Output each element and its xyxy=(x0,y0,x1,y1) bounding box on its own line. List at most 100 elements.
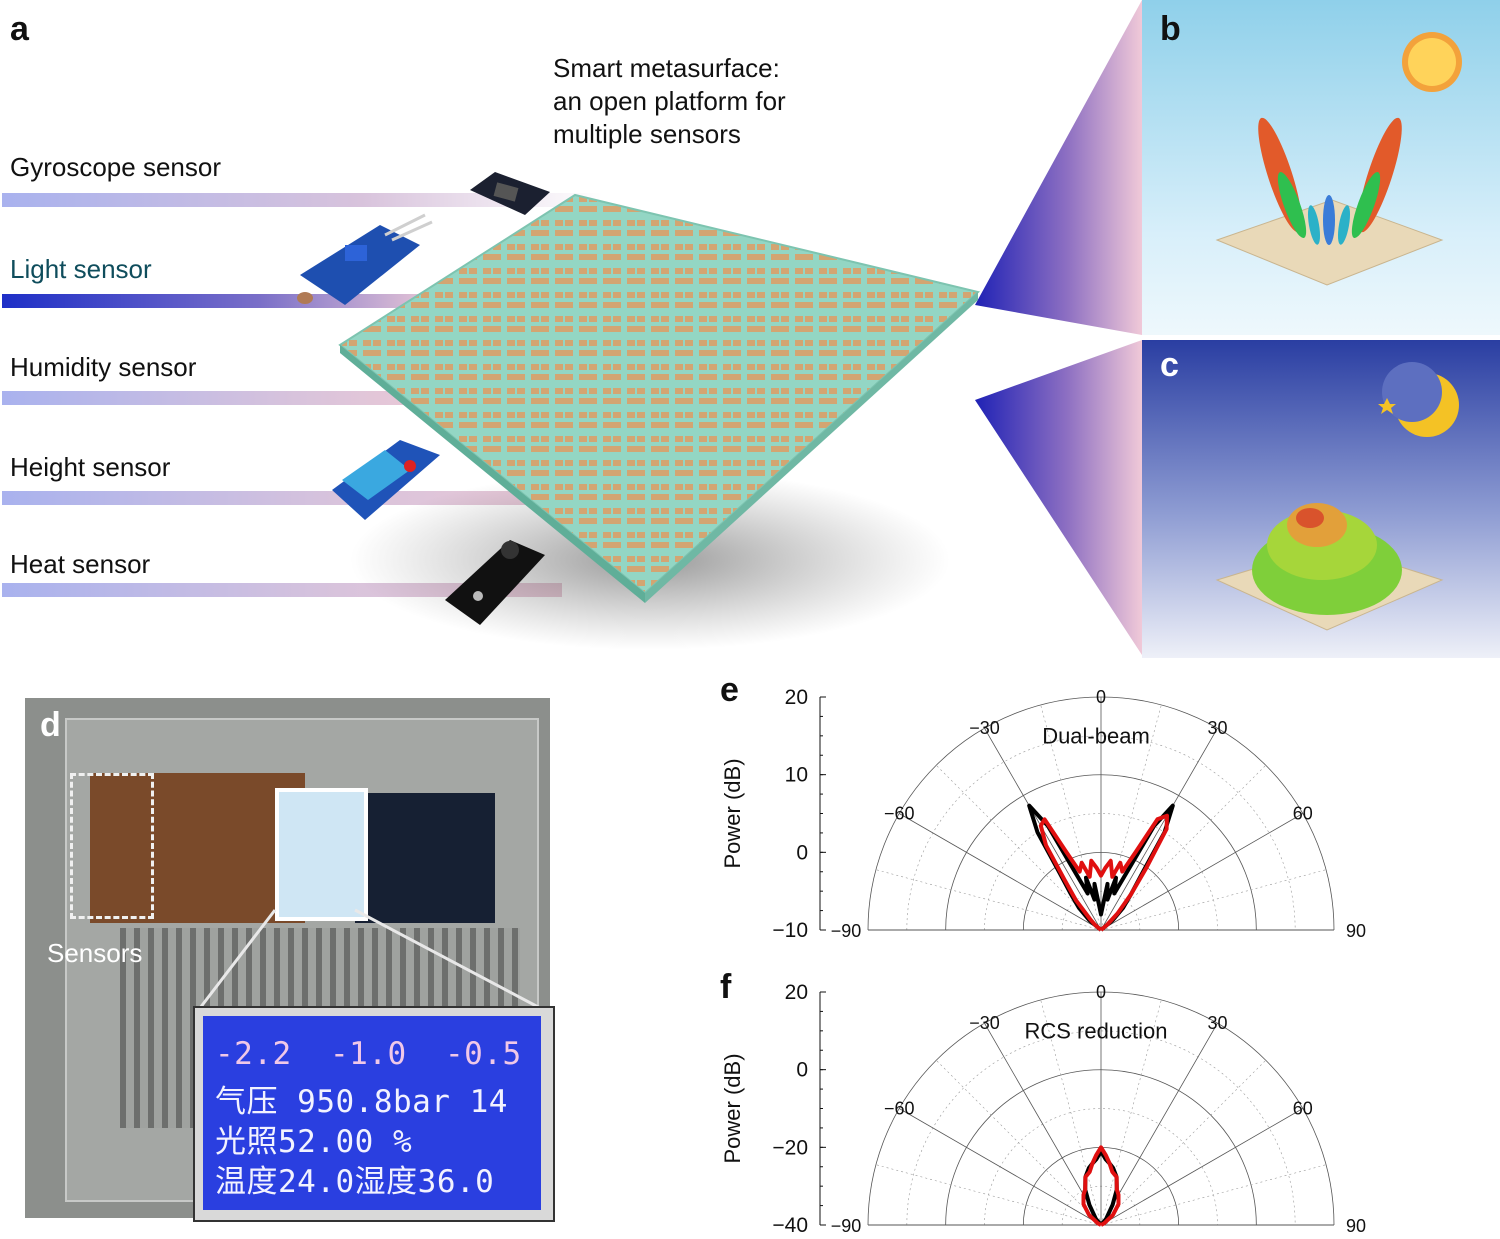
night-scatter-illustration xyxy=(1215,362,1459,631)
gyroscope-line xyxy=(2,193,602,207)
panel-label-c: c xyxy=(1160,346,1179,384)
grid-spoke xyxy=(899,813,1102,931)
grid-spoke xyxy=(1100,765,1266,931)
chart-title: RCS reduction xyxy=(1024,1019,1167,1044)
y-axis-label: Power (dB) xyxy=(720,758,745,868)
grid-spoke xyxy=(1100,1060,1266,1226)
panel-label-a: a xyxy=(10,10,29,48)
heat-sensor-icon xyxy=(445,540,545,625)
grid-spoke xyxy=(1100,1164,1327,1226)
board-edge xyxy=(340,345,645,603)
sensors-label: Sensors xyxy=(47,938,143,968)
series-line-red xyxy=(1081,1145,1121,1227)
light-line xyxy=(2,294,432,308)
panel-label-d: d xyxy=(40,706,61,744)
radial-tick-label: 20 xyxy=(785,686,808,709)
zoom-lines xyxy=(198,908,541,1010)
title-line: multiple sensors xyxy=(553,119,741,149)
angle-tick-label: 0 xyxy=(1096,982,1106,1002)
height-line xyxy=(2,491,562,505)
sensors-dashed-box xyxy=(70,773,154,919)
angle-tick-label: −90 xyxy=(831,921,862,941)
series-line-red xyxy=(1038,813,1169,932)
grid-arc xyxy=(906,1030,1296,1226)
metasurface-illustration xyxy=(297,0,1142,655)
angle-tick-label: −30 xyxy=(969,718,1000,738)
angle-tick-label: 90 xyxy=(1346,1216,1366,1236)
grid-spoke xyxy=(1100,999,1162,1226)
angle-tick-label: 60 xyxy=(1293,1099,1313,1119)
radial-tick-label: 0 xyxy=(796,841,808,864)
angle-tick-label: 30 xyxy=(1207,718,1227,738)
dual-beam-pattern xyxy=(1258,117,1402,245)
angle-tick-label: 30 xyxy=(1207,1013,1227,1033)
angle-tick-label: −60 xyxy=(884,804,915,824)
height-label: Height sensor xyxy=(10,452,171,482)
metasurface-title: Smart metasurface: an open platform for … xyxy=(553,52,786,151)
radial-tick-label: 0 xyxy=(796,1059,808,1082)
grid-spoke xyxy=(899,1108,1102,1226)
angle-tick-label: 90 xyxy=(1346,921,1366,941)
radial-tick-label: 20 xyxy=(785,981,808,1004)
panel-b-day xyxy=(1142,0,1500,335)
y-axis-label: Power (dB) xyxy=(720,1053,745,1163)
board-edge xyxy=(645,292,978,603)
lcd-zoom: -2.2 -1.0 -0.5 气压 950.8bar 14 光照52.00 % … xyxy=(193,1006,555,1222)
moon-icon xyxy=(1382,362,1459,437)
gyroscope-label: Gyroscope sensor xyxy=(10,152,221,182)
radial-tick-label: −40 xyxy=(772,1214,808,1237)
sensor-board xyxy=(90,773,305,923)
control-board xyxy=(355,793,495,923)
lcd-photo xyxy=(275,788,368,921)
panel-label-f: f xyxy=(720,968,732,1006)
radial-tick-label: 10 xyxy=(785,764,808,787)
grid-spoke xyxy=(1100,1023,1218,1226)
grid-spoke xyxy=(936,765,1102,931)
day-beam-illustration xyxy=(1215,32,1462,286)
angle-tick-label: 60 xyxy=(1293,804,1313,824)
title-line: Smart metasurface: xyxy=(553,53,780,83)
radial-tick-label: −10 xyxy=(772,919,808,942)
chart-title: Dual-beam xyxy=(1042,724,1150,749)
gyroscope-sensor-icon xyxy=(470,172,550,215)
grid-arc xyxy=(906,735,1296,931)
grid-spoke xyxy=(984,1023,1102,1226)
angle-tick-label: −60 xyxy=(884,1099,915,1119)
heat-label: Heat sensor xyxy=(10,549,151,579)
grid-spoke xyxy=(875,1164,1102,1226)
humidity-line xyxy=(2,391,422,405)
grid-spoke xyxy=(936,1060,1102,1226)
beam-cone-upper xyxy=(975,0,1142,335)
grid-spoke xyxy=(875,869,1102,931)
grid-spoke xyxy=(1100,869,1327,931)
panel-label-b: b xyxy=(1160,10,1181,48)
light-sensor-icon xyxy=(297,213,433,305)
grid-spoke xyxy=(1040,704,1102,931)
lcd-row-pressure: 气压 950.8bar 14 xyxy=(215,1084,508,1120)
humidity-label: Humidity sensor xyxy=(10,352,197,382)
grid-spoke xyxy=(1100,728,1218,931)
sun-icon xyxy=(1402,32,1462,92)
radial-tick-label: −20 xyxy=(772,1136,808,1159)
grid-spoke xyxy=(1100,704,1162,931)
grid-spoke xyxy=(1100,813,1303,931)
beam-cone-lower xyxy=(975,340,1142,655)
star-icon xyxy=(1378,398,1396,414)
grid-spoke xyxy=(1040,999,1102,1226)
humidity-sensor-icon xyxy=(332,440,440,520)
title-line: an open platform for xyxy=(553,86,786,116)
lcd-row-gyro: -2.2 -1.0 -0.5 xyxy=(215,1036,522,1072)
grid-arc xyxy=(984,1108,1218,1226)
diffuse-scatter-pattern xyxy=(1252,503,1402,615)
angle-tick-label: 0 xyxy=(1096,687,1106,707)
lcd-row-temp-humidity: 温度24.0湿度36.0 xyxy=(215,1164,495,1200)
light-label: Light sensor xyxy=(10,254,152,284)
panel-label-e: e xyxy=(720,671,739,709)
polar-chart-e: −90 −60 −30 0 30 60 90 20 10 0 −10 Power (dB) Dual-b… xyxy=(720,686,1366,942)
panel-c-night xyxy=(1142,340,1500,658)
series-line-black xyxy=(1083,1149,1119,1227)
angle-tick-label: −90 xyxy=(831,1216,862,1236)
grid-spoke xyxy=(1100,1108,1303,1226)
grid-arc xyxy=(984,813,1218,931)
